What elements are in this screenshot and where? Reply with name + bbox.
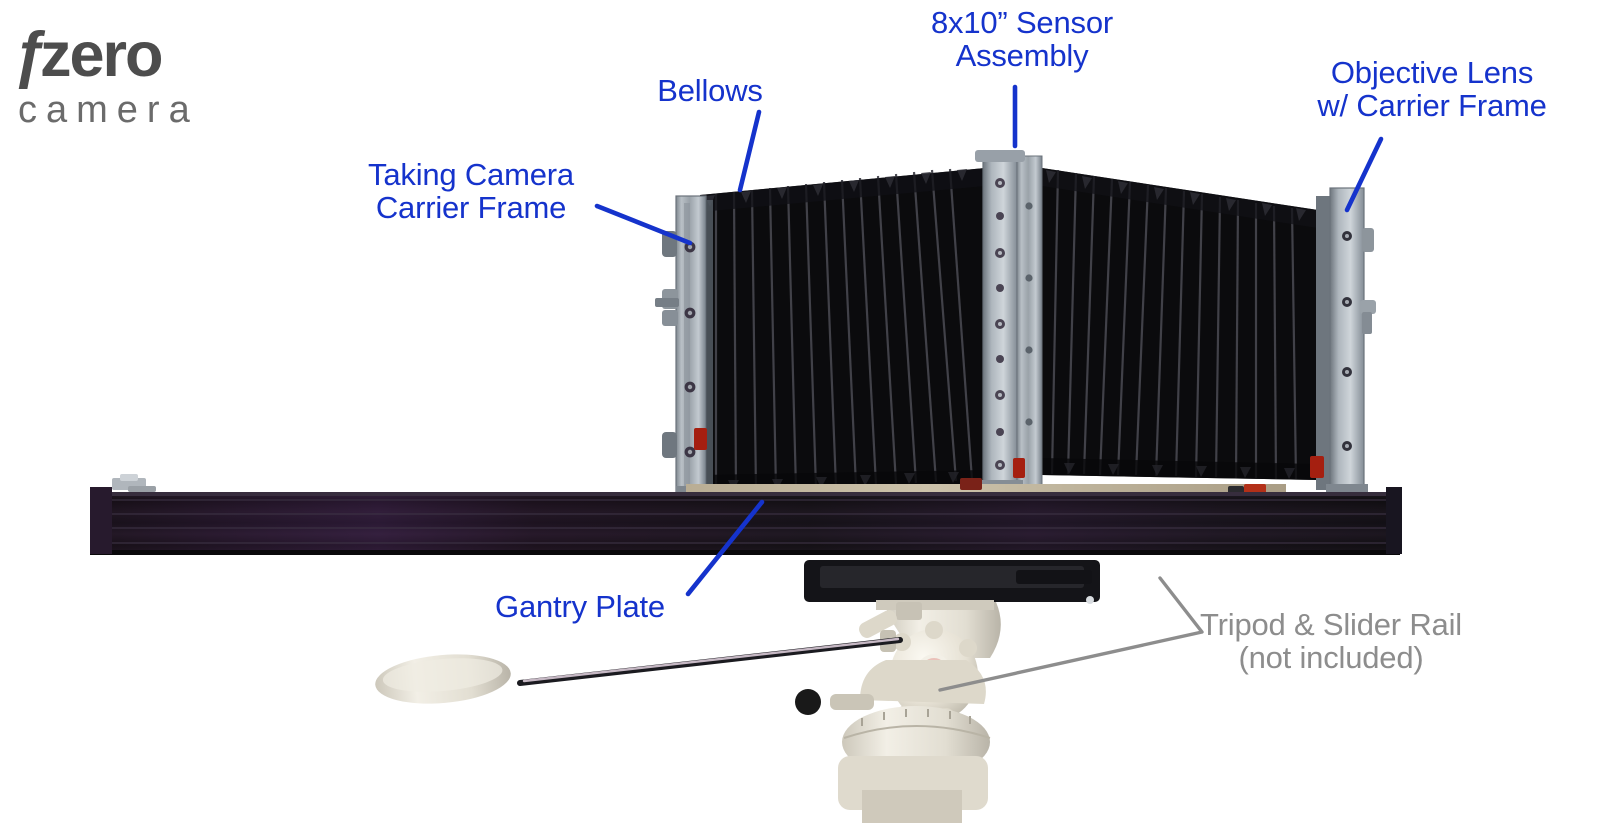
tripod-pan-handle — [375, 637, 903, 704]
annotation-label-line1: Bellows — [657, 73, 763, 108]
annotation-label-line1: Tripod & Slider Rail — [1200, 607, 1462, 642]
annotation-label-gantry-plate: Gantry Plate — [482, 590, 678, 623]
tripod-lock-knob — [795, 689, 874, 715]
annotation-label-line1: Gantry Plate — [495, 589, 665, 624]
sensor-assembly-part — [975, 150, 1043, 492]
annotation-label-tripod-slider-rail: Tripod & Slider Rail(not included) — [1190, 608, 1472, 674]
logo-secondary-text: camera — [18, 89, 199, 131]
annotation-label-line2: Carrier Frame — [375, 190, 567, 226]
logo-primary-text: ƒ — [12, 20, 47, 90]
bellows-right — [1042, 168, 1318, 480]
bellows-left — [700, 168, 985, 493]
annotation-label-line2: (not included) — [1238, 640, 1424, 676]
annotation-label-bellows: Bellows — [648, 74, 772, 107]
annotation-label-line1: Taking Camera — [368, 157, 574, 192]
objective-lens-carrier-frame-part — [1310, 187, 1376, 496]
logo-wordmark-text: zero — [40, 20, 162, 90]
brand-logo: ƒ zero camera — [10, 14, 300, 134]
taking-camera-carrier-frame-part — [655, 195, 713, 500]
annotation-label-line2: Assembly — [955, 38, 1089, 74]
annotation-label-line2: w/ Carrier Frame — [1317, 88, 1547, 124]
brand-logo-svg: ƒ zero camera — [12, 20, 199, 131]
annotation-label-line1: Objective Lens — [1330, 55, 1534, 90]
tripod-head-part — [795, 560, 1100, 823]
rail-end-stop — [112, 474, 156, 492]
annotation-label-line1: 8x10” Sensor — [931, 5, 1113, 40]
